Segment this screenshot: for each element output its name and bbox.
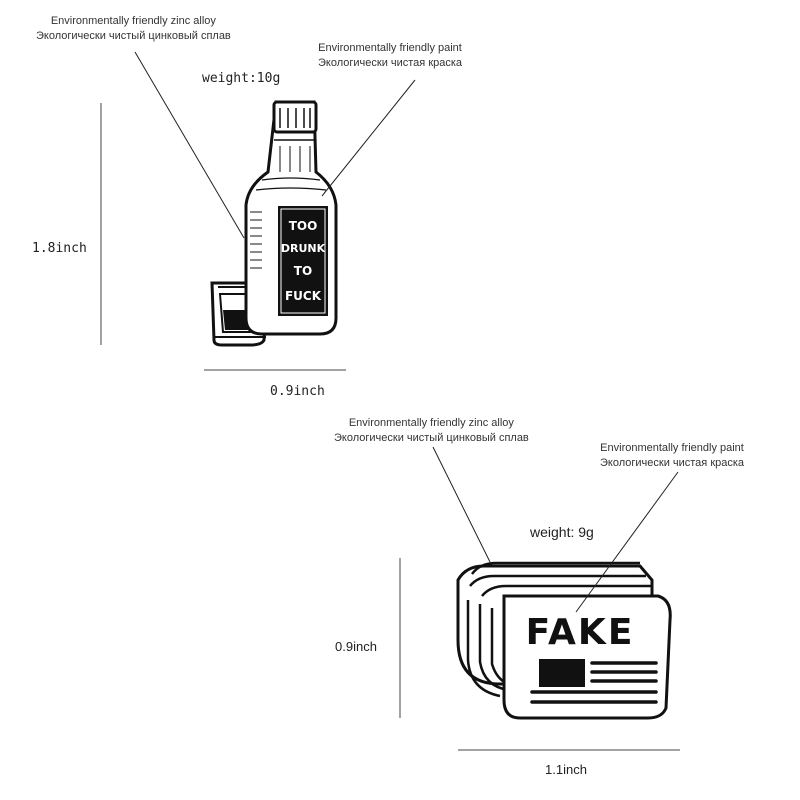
bottle-width-label: 0.9inch bbox=[270, 384, 325, 399]
newspaper-pin: FAKE bbox=[399, 446, 680, 751]
bottle-height-label: 1.8inch bbox=[32, 241, 87, 256]
note-line: Экологически чистый цинковый сплав bbox=[334, 432, 529, 444]
note-line: Экологически чистая краска bbox=[600, 457, 745, 469]
bottle-label-line: DRUNK bbox=[281, 242, 326, 255]
bottle-weight-label: weight:10g bbox=[202, 71, 281, 86]
bottle-label-line: TOO bbox=[289, 219, 318, 233]
paint-leader-line bbox=[575, 471, 679, 613]
bottle-material-note: Environmentally friendly zinc alloy Экол… bbox=[36, 14, 231, 44]
newspaper-weight-label: weight: 9g bbox=[530, 524, 594, 540]
newspaper-width-label: 1.1inch bbox=[545, 762, 587, 777]
material-leader-line bbox=[134, 51, 245, 239]
note-line: Environmentally friendly zinc alloy bbox=[348, 417, 514, 429]
newspaper-paint-note: Environmentally friendly paint Экологиче… bbox=[600, 441, 744, 471]
note-line: Environmentally friendly paint bbox=[318, 42, 462, 54]
bottle-pin: TOO DRUNK TO FUCK bbox=[100, 51, 416, 371]
newspaper-material-note: Environmentally friendly zinc alloy Экол… bbox=[334, 416, 529, 446]
newspaper-photo-icon bbox=[539, 659, 585, 687]
newspaper-text-lines bbox=[530, 661, 658, 704]
note-line: Экологически чистая краска bbox=[318, 57, 463, 69]
note-line: Environmentally friendly paint bbox=[600, 442, 744, 454]
material-leader-line bbox=[432, 446, 491, 563]
newspaper-icon: FAKE bbox=[456, 561, 672, 720]
paint-leader-line bbox=[321, 79, 416, 197]
newspaper-height-label: 0.9inch bbox=[335, 639, 377, 654]
newspaper-headline: FAKE bbox=[526, 612, 635, 653]
bottle-paint-note: Environmentally friendly paint Экологиче… bbox=[318, 41, 462, 71]
bottle-label-line: FUCK bbox=[285, 289, 322, 303]
bottle-icon: TOO DRUNK TO FUCK bbox=[244, 100, 338, 336]
bottle-label-line: TO bbox=[294, 264, 312, 278]
note-line: Environmentally friendly zinc alloy bbox=[50, 15, 216, 27]
note-line: Экологически чистый цинковый сплав bbox=[36, 30, 231, 42]
